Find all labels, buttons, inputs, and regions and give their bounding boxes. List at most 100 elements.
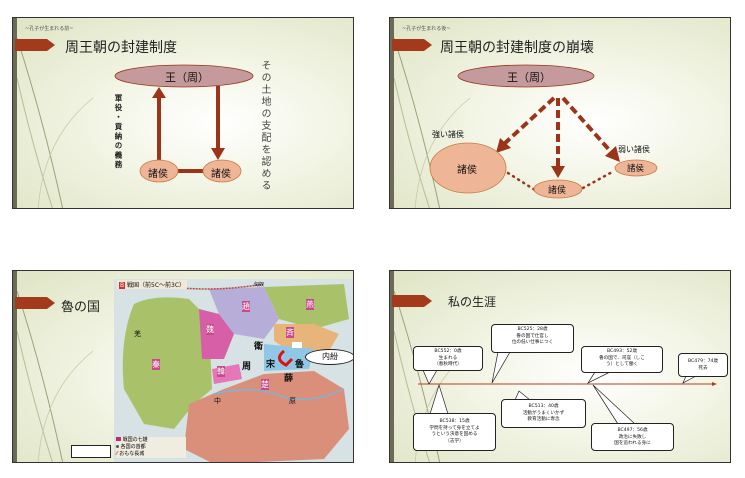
- tribute-arrowhead: [152, 87, 166, 98]
- state-yan: 燕: [306, 299, 314, 310]
- event-line: 政治に失敗し: [618, 434, 647, 440]
- map-image: B 戦国（前5C～前3C） 燕 趙 魏 秦 韓 楚 斉 衛 宋 魯 薛 周 中 …: [114, 279, 353, 462]
- legend-item: 各国の首都: [116, 444, 186, 451]
- leaf-decoration: [393, 37, 471, 208]
- slide-subtitle: ~孔子が生まれる前~: [25, 26, 74, 32]
- lord-right-label: 諸侯: [211, 169, 231, 180]
- wei-region: [199, 309, 234, 359]
- event-line: 生まれる: [438, 355, 458, 361]
- state-wei: 魏: [206, 324, 214, 335]
- event-callout-bc513: BC513：40歳 活動がうまくいかず 教育活動に専念: [501, 399, 586, 428]
- event-line: うという決意を固める: [431, 432, 478, 437]
- legend-label: 各国の首都: [120, 444, 146, 450]
- event-line: 活動がうまくいかず: [522, 410, 565, 416]
- title-arrow-band: [392, 295, 432, 307]
- timeline: [418, 351, 717, 425]
- place-qiang: 羌: [134, 330, 141, 338]
- map-header: B 戦国（前5C～前3C）: [117, 280, 188, 289]
- left-bar: [13, 18, 17, 208]
- callout-tail: [429, 383, 449, 415]
- slide-title: 私の生涯: [448, 295, 497, 309]
- slide-title: 魯の国: [61, 300, 101, 315]
- event-line: BC479：74歳: [687, 359, 719, 364]
- slide-thumbnail-1[interactable]: ~孔子が生まれる前~ 周王朝の封建制度 王（周） 諸侯 諸侯 軍役・貢納の義務 …: [12, 17, 354, 209]
- collapse-diagram: [429, 64, 658, 199]
- event-callout-bc552: BC552：0歳 生まれる （春秋時代）: [413, 346, 483, 371]
- state-qi: 斉: [286, 327, 294, 338]
- event-line: BC497：56歳: [617, 428, 648, 433]
- legend-item: ⁄⁄ おもな長城: [116, 451, 145, 457]
- slide-thumbnail-4[interactable]: 私の生涯 BC552：0歳 生まれる （春秋時代） BC525：28歳 魯の国で…: [389, 270, 731, 463]
- event-line: BC538：15歳: [439, 419, 470, 424]
- strong-lord-label: 諸侯: [457, 165, 477, 176]
- callout-tail: [491, 351, 511, 384]
- event-line: 魯の国で仕官し: [516, 333, 549, 339]
- leaf-decoration: [16, 290, 94, 462]
- event-line: 教育活動に専念: [527, 417, 560, 422]
- event-callout-bc525: BC525：28歳 魯の国で仕官し 位の低い仕事につく: [491, 324, 574, 353]
- place-song: 宋: [266, 360, 276, 370]
- lord-left-label: 諸侯: [148, 169, 168, 180]
- obligation-text: 軍役・貢納の義務: [114, 94, 123, 170]
- qin-region: [122, 297, 212, 429]
- place-xiongnu: 匈奴: [254, 282, 265, 288]
- left-bar: [13, 271, 17, 462]
- map-shapes: [114, 279, 353, 462]
- king-ellipse: [114, 64, 254, 88]
- arrowhead-mid: [551, 166, 565, 178]
- weak-lord-caption: 弱い諸侯: [618, 145, 650, 154]
- title-arrow-band: [392, 39, 432, 51]
- king-label: 王（周）: [165, 71, 209, 84]
- dashed-arrow-left: [502, 96, 556, 146]
- weak-lord-label: 諸侯: [627, 164, 645, 174]
- event-callout-bc493: BC493：52歳 魯の国で、司寇（しこ う）として働く: [581, 346, 663, 373]
- event-line: 魯の国で、司寇（しこ: [599, 355, 645, 361]
- arrowhead-right: [605, 146, 620, 162]
- state-qin: 秦: [152, 359, 160, 370]
- flag-marker: [292, 342, 302, 348]
- zhao-region: [209, 287, 279, 339]
- slide-title: 周王朝の封建制度: [65, 40, 177, 56]
- event-line: BC493：52歳: [606, 349, 638, 354]
- event-callout-bc497: BC497：56歳 政治に失敗し 国を追われる身に: [591, 423, 674, 451]
- dotted-link-left: [506, 171, 537, 192]
- slide-thumbnail-2[interactable]: ~孔子が生まれる後~ 周王朝の封建制度の崩壊 王（周） 強い諸侯 弱い諸侯 諸侯…: [389, 17, 731, 209]
- lord-right-ellipse: [202, 159, 242, 183]
- king-label: 王（周）: [507, 71, 551, 84]
- rule-arrowhead: [211, 148, 225, 160]
- place-wei2: 衛: [254, 342, 264, 352]
- title-arrow-band: [15, 39, 55, 51]
- strong-lord-ellipse: [429, 142, 507, 194]
- event-callout-bc538: BC538：15歳 学問を持って身を立てよ うという決意を固める （志学）: [413, 413, 496, 451]
- timeline-arrowhead: [712, 382, 717, 386]
- river: [213, 388, 345, 400]
- event-line: （春秋時代）: [434, 362, 462, 367]
- slide-thumbnail-3[interactable]: 魯の国 B 戦国（前5C～前3C） 燕 趙 魏 秦 韓 楚 斉 衛 宋 魯 薛 …: [12, 270, 354, 463]
- slide-title: 周王朝の封建制度の崩壊: [440, 40, 594, 56]
- slide-subtitle: ~孔子が生まれる後~: [402, 26, 451, 32]
- feudal-diagram: [114, 64, 254, 183]
- king-ellipse: [457, 64, 595, 88]
- left-bar: [390, 271, 394, 462]
- event-line: （志学）: [445, 438, 464, 444]
- dashed-arrow-right: [561, 96, 614, 155]
- event-line: 学問を持って身を立てよ: [429, 425, 480, 431]
- mid-lord-label: 諸侯: [548, 186, 567, 196]
- place-xue: 薛: [284, 374, 294, 384]
- event-line: BC552：0歳: [434, 349, 462, 354]
- state-han: 韓: [217, 366, 225, 377]
- event-line: 国を追われる身に: [614, 441, 651, 446]
- callout-tail: [592, 384, 636, 425]
- callout-tail: [682, 375, 697, 384]
- map-legend: 戦国の七雄 各国の首都 ⁄⁄ おもな長城: [116, 437, 186, 458]
- strong-lord-caption: 強い諸侯: [432, 130, 464, 139]
- weak-lord-ellipse: [614, 159, 658, 177]
- internal-strife-callout: 内紛: [305, 349, 353, 365]
- event-line: BC513：40歳: [528, 404, 559, 409]
- map-header-text: 戦国（前5C～前3C）: [127, 282, 186, 289]
- state-chu: 楚: [261, 379, 269, 390]
- small-logo-box: [71, 445, 111, 458]
- place-zhong: 中: [214, 397, 221, 405]
- lu-marker: [278, 349, 294, 367]
- event-line: BC525：28歳: [517, 327, 548, 332]
